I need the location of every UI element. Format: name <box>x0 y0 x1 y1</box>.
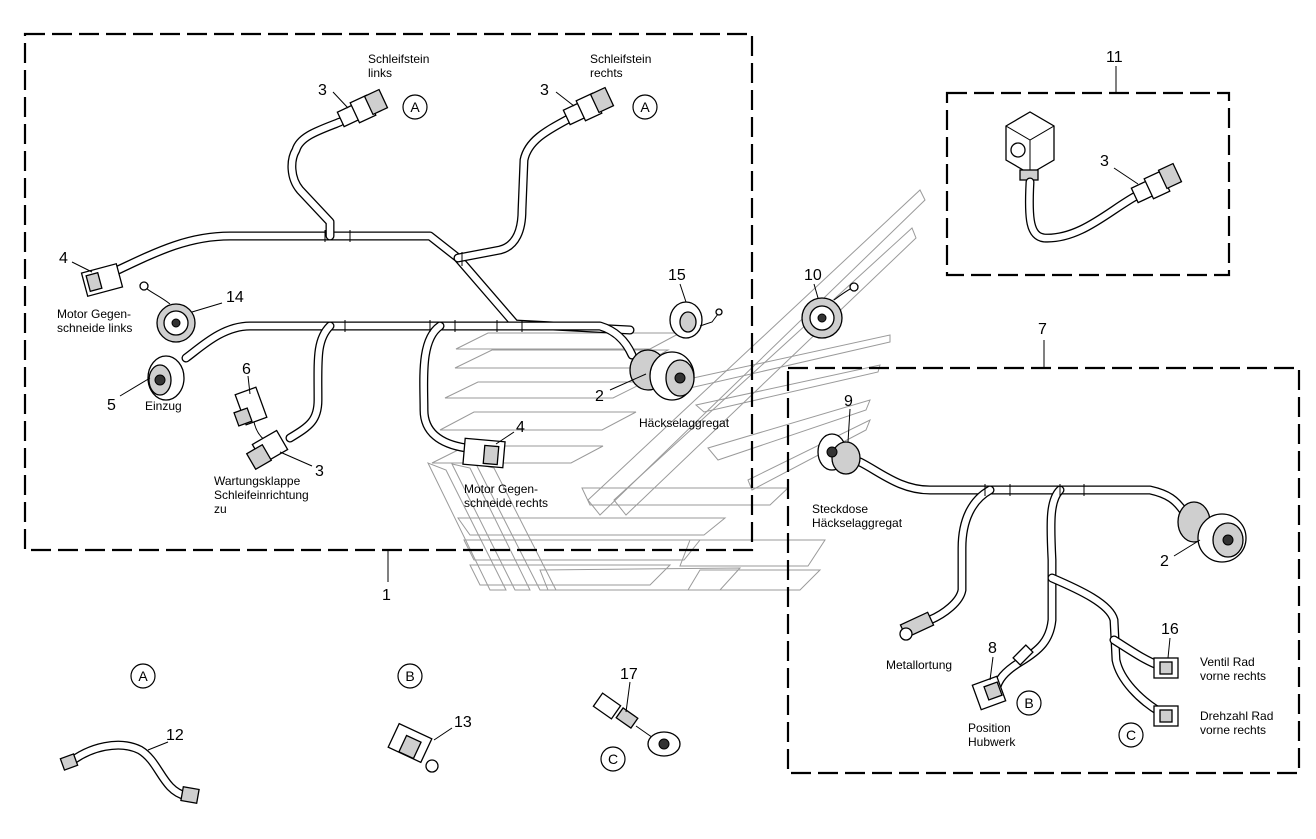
callout-c-drehzahl: C <box>1126 727 1136 743</box>
label-einzug: Einzug <box>145 399 182 413</box>
part-number-12: 12 <box>166 727 184 744</box>
cap-10 <box>801 282 859 339</box>
callout-b-position: B <box>1024 695 1033 711</box>
label-position-hubwerk: Position Hubwerk <box>968 721 1016 749</box>
part-number-13: 13 <box>454 714 472 731</box>
part-number-3-group11: 3 <box>1100 153 1109 170</box>
callout-c-detail: C <box>608 751 618 767</box>
connector-16-ventil <box>1153 657 1179 679</box>
sensor-8-position <box>971 644 1034 711</box>
sensor-6 <box>233 386 281 447</box>
callout-a-right: A <box>640 99 650 115</box>
group-number-1: 1 <box>382 587 391 604</box>
connector-einzug <box>147 355 185 401</box>
cap-15 <box>669 301 723 339</box>
part-number-4-left: 4 <box>59 250 68 267</box>
part-number-14: 14 <box>226 289 244 306</box>
part-number-10: 10 <box>804 267 822 284</box>
label-motor-links: Motor Gegen- schneide links <box>57 307 134 335</box>
part-number-17: 17 <box>620 666 638 683</box>
detail-17-sensor <box>592 692 681 757</box>
label-schleifstein-rechts: Schleifstein rechts <box>590 52 655 80</box>
part-number-2-main: 2 <box>595 388 604 405</box>
part-number-15: 15 <box>668 267 686 284</box>
connector-schleifstein-links <box>336 88 389 128</box>
connector-steckdose <box>817 433 861 475</box>
sensor-metallortung <box>899 611 935 641</box>
label-steckdose: Steckdose Häckselaggregat <box>812 502 903 530</box>
callout-b-detail: B <box>405 668 414 684</box>
connector-drehzahl <box>1153 705 1179 727</box>
connector-wartungsklappe <box>245 429 289 471</box>
group-number-11: 11 <box>1106 49 1123 66</box>
watermark-logo <box>426 189 926 591</box>
part-number-16: 16 <box>1161 621 1179 638</box>
part-number-6: 6 <box>242 361 251 378</box>
label-haecksel: Häckselaggregat <box>639 416 730 430</box>
group-11-frame <box>945 91 1231 277</box>
label-wartungsklappe: Wartungsklappe Schleifeinrichtung zu <box>214 474 312 516</box>
label-ventil-rad: Ventil Rad vorne rechts <box>1200 655 1266 683</box>
label-drehzahl-rad: Drehzahl Rad vorne rechts <box>1200 709 1277 737</box>
harness-7-wires <box>855 457 1189 717</box>
part-number-8: 8 <box>988 640 997 657</box>
part-number-3-left: 3 <box>318 82 327 99</box>
callout-a-left: A <box>410 99 420 115</box>
harness-1-wires <box>113 113 637 453</box>
part-number-2-group7: 2 <box>1160 553 1169 570</box>
module-11 <box>1005 111 1183 243</box>
part-number-9: 9 <box>844 393 853 410</box>
part-number-4-right: 4 <box>516 419 525 436</box>
part-number-3-wartung: 3 <box>315 463 324 480</box>
leader-lines <box>71 91 1201 751</box>
label-metallortung: Metallortung <box>886 658 952 672</box>
label-schleifstein-links: Schleifstein links <box>368 52 433 80</box>
detail-13-sensor <box>387 722 439 773</box>
group-number-7: 7 <box>1038 321 1047 338</box>
part-number-5: 5 <box>107 397 116 414</box>
callout-a-detail: A <box>138 668 148 684</box>
connector-schleifstein-rechts <box>562 86 615 126</box>
cap-14 <box>139 281 196 343</box>
label-motor-rechts: Motor Gegen- schneide rechts <box>464 482 548 510</box>
connector-motor-links <box>80 262 124 298</box>
connector-motor-rechts <box>462 437 506 469</box>
connector-haecksel-main <box>629 349 695 401</box>
detail-12-cable <box>59 740 200 805</box>
connector-7-main <box>1177 501 1247 563</box>
part-number-3-right: 3 <box>540 82 549 99</box>
